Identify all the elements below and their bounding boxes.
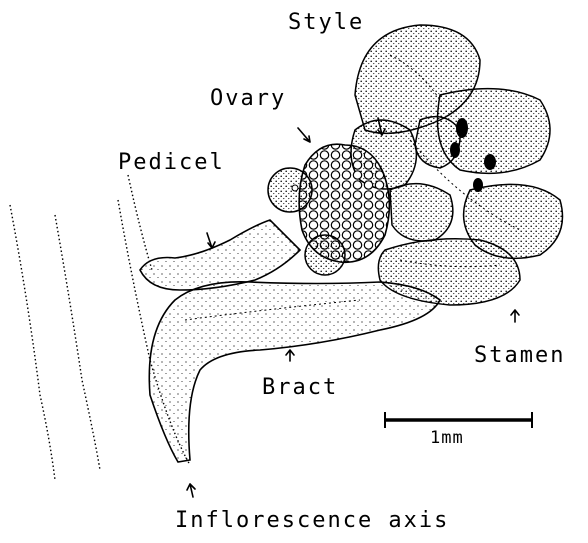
stamens — [351, 25, 563, 305]
bract — [149, 282, 440, 462]
label-pedicel: Pedicel — [118, 152, 225, 174]
label-bract: Bract — [262, 377, 338, 399]
label-scale: 1mm — [430, 430, 464, 447]
label-style: Style — [288, 12, 364, 34]
label-inflorescence-axis: Inflorescence axis — [175, 510, 449, 532]
scale-bar — [385, 412, 532, 428]
label-stamen: Stamen — [474, 345, 565, 367]
label-ovary: Ovary — [210, 88, 286, 110]
pedicel — [140, 220, 300, 290]
bud-dot — [292, 185, 298, 191]
